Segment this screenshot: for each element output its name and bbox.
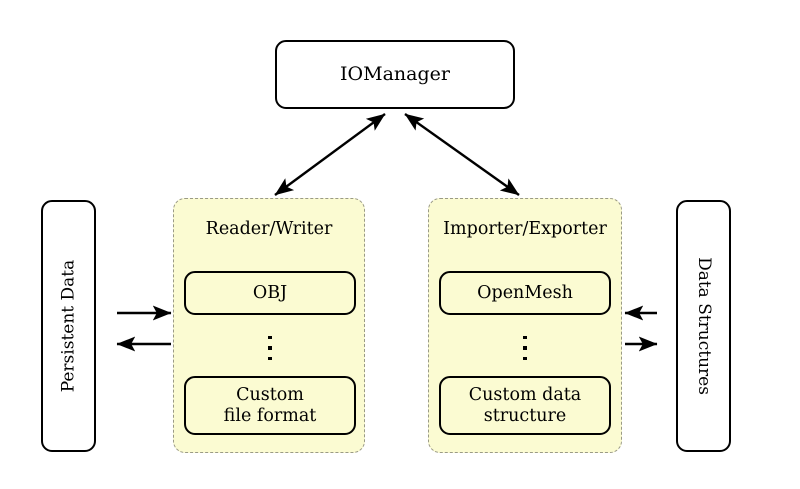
node-custom-file-format-line2: file format [223, 405, 317, 426]
arrow-manager-importerexporter [404, 113, 520, 196]
node-obj-label: OBJ [252, 282, 288, 303]
node-data-structures[interactable]: Data Structures [676, 200, 731, 452]
node-custom-data-structure-line2: structure [483, 405, 567, 426]
persistent-data-label: Persistent Data [58, 259, 79, 393]
ellipsis-icon-reader-writer [268, 336, 272, 360]
node-persistent-data[interactable]: Persistent Data [41, 200, 96, 452]
node-openmesh-label: OpenMesh [477, 282, 573, 303]
node-custom-file-format-line1: Custom [236, 384, 304, 405]
node-obj[interactable]: OBJ [184, 271, 356, 315]
ellipsis-icon-importer-exporter [523, 336, 527, 360]
data-structures-label: Data Structures [693, 257, 714, 395]
arrow-manager-readerwriter [274, 113, 386, 196]
node-custom-file-format[interactable]: Custom file format [184, 376, 356, 435]
group-importer-exporter-title: Importer/Exporter [443, 219, 607, 239]
node-openmesh[interactable]: OpenMesh [439, 271, 611, 315]
group-reader-writer-title: Reader/Writer [205, 219, 333, 239]
node-custom-data-structure[interactable]: Custom data structure [439, 376, 611, 435]
node-custom-data-structure-line1: Custom data [468, 384, 582, 405]
node-io-manager[interactable]: IOManager [275, 40, 515, 109]
io-manager-label: IOManager [340, 63, 450, 86]
